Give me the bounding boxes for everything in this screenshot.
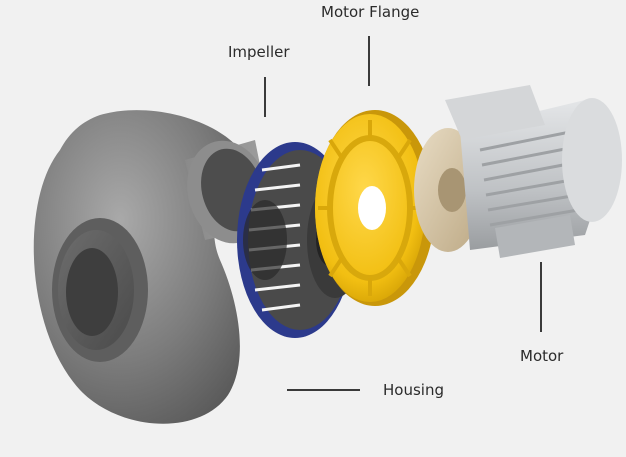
housing-part: [33, 110, 272, 424]
motor-flange-label: Motor Flange: [321, 3, 420, 21]
motor-part: [414, 85, 622, 258]
motor-label: Motor: [520, 347, 564, 365]
motor-leader-line: [540, 262, 542, 332]
motor-flange-leader-line: [368, 36, 370, 86]
housing-leader-line: [287, 389, 360, 391]
motor-flange-part: [315, 110, 435, 306]
impeller-leader-line: [264, 77, 266, 117]
housing-label: Housing: [383, 381, 444, 399]
impeller-label: Impeller: [228, 43, 290, 61]
